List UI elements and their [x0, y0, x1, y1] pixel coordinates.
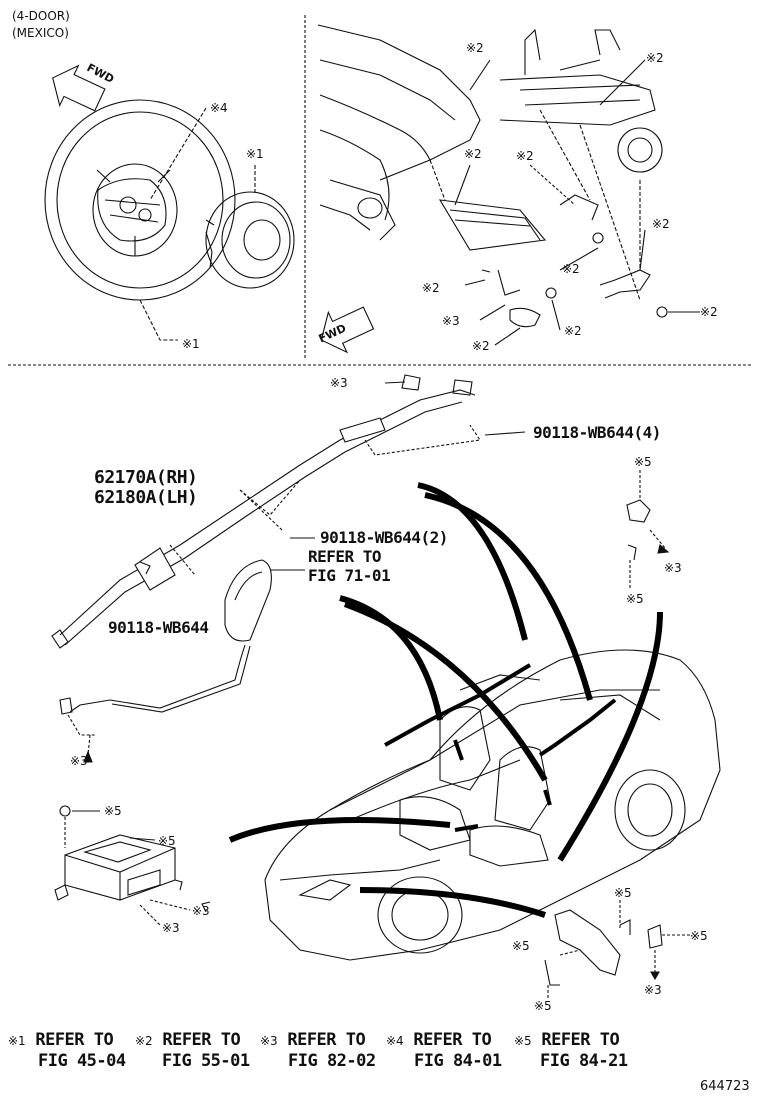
airbag-ecu-drawing: [54, 805, 183, 901]
legend-refer: REFER TO: [162, 1030, 241, 1050]
vehicle-drawing: [264, 649, 721, 961]
marker-5-bracket: ※5: [512, 939, 530, 953]
curtain-airbag-drawing: [51, 374, 476, 649]
marker-2-nut: ※2: [562, 262, 580, 276]
marker-5-lower-left: ※5: [534, 999, 552, 1013]
fwd-arrow-top: [52, 64, 106, 112]
marker-2-bracket: ※2: [646, 51, 664, 65]
refer-to-side-airbag: REFER TO: [308, 547, 382, 566]
marker-2-nut-right: ※2: [700, 305, 718, 319]
legend-item-1: ※1 REFER TO: [8, 1030, 114, 1050]
legend-fig-1: FIG 45-04: [38, 1051, 126, 1071]
side-sensor-drawing-lower: [544, 900, 690, 1000]
marker-5-ecu: ※5: [158, 834, 176, 848]
marker-2-passenger-airbag: ※2: [464, 147, 482, 161]
marker-2-brace: ※2: [652, 217, 670, 231]
callout-arcs: [228, 482, 663, 918]
part-curtain-airbag-rh: 62170A(RH): [94, 467, 198, 488]
marker-3-lower: ※3: [644, 983, 662, 997]
part-bolt-single: 90118-WB644: [108, 618, 209, 637]
legend-item-2: ※2 REFER TO: [135, 1030, 241, 1050]
marker-5-sensor-bolt: ※5: [626, 592, 644, 606]
part-bolt-4: 90118-WB644(4): [533, 423, 661, 442]
legend-fig-5: FIG 84-21: [540, 1051, 628, 1071]
legend-refer: REFER TO: [413, 1030, 492, 1050]
figure-number: 644723: [700, 1079, 750, 1094]
marker-1-airbag: ※1: [246, 147, 264, 161]
legend-item-4: ※4 REFER TO: [386, 1030, 492, 1050]
marker-5-lower-sensor: ※5: [690, 929, 708, 943]
marker-2-lower: ※2: [564, 324, 582, 338]
marker-3-harness: ※3: [70, 754, 88, 768]
legend-refer: REFER TO: [287, 1030, 366, 1050]
marker-2-dash-top: ※2: [466, 41, 484, 55]
legend-item-5: ※5 REFER TO: [514, 1030, 620, 1050]
marker-3-sensor: ※3: [664, 561, 682, 575]
legend-refer: REFER TO: [541, 1030, 620, 1050]
marker-3-ecu-left: ※3: [162, 921, 180, 935]
marker-2-bolt: ※2: [422, 281, 440, 295]
driver-airbag-module-drawing: [205, 191, 295, 289]
legend-mark: ※4: [386, 1034, 404, 1048]
airbag-highlight-lines: [384, 663, 617, 832]
marker-2-connector: ※2: [472, 339, 490, 353]
legend-mark: ※3: [260, 1034, 278, 1048]
marker-4-steering: ※4: [210, 101, 228, 115]
legend-mark: ※2: [135, 1034, 153, 1048]
marker-3-curtain: ※3: [330, 376, 348, 390]
legend-fig-3: FIG 82-02: [288, 1051, 376, 1071]
fwd-arrow-bottom: [320, 306, 375, 354]
part-curtain-airbag-lh: 62180A(LH): [94, 487, 198, 508]
header-market: (MEXICO): [12, 26, 69, 40]
marker-3-dash: ※3: [442, 314, 460, 328]
legend-refer: REFER TO: [35, 1030, 114, 1050]
legend-mark: ※1: [8, 1034, 26, 1048]
legend-fig-4: FIG 84-01: [414, 1051, 502, 1071]
marker-1-wheel: ※1: [182, 337, 200, 351]
marker-5-lower-bolt: ※5: [614, 886, 632, 900]
marker-5-sensor-top: ※5: [634, 455, 652, 469]
dashboard-drawing: [317, 24, 668, 328]
legend-fig-2: FIG 55-01: [162, 1051, 250, 1071]
side-airbag-module-drawing: [59, 559, 272, 715]
side-sensor-drawing-upper: [626, 470, 670, 590]
legend-item-3: ※3 REFER TO: [260, 1030, 366, 1050]
header-door-type: (4-DOOR): [12, 9, 70, 23]
marker-3-ecu-right: ※3: [192, 904, 210, 918]
legend-mark: ※5: [514, 1034, 532, 1048]
steering-wheel-drawing: [44, 99, 236, 301]
marker-2-clip: ※2: [516, 149, 534, 163]
part-bolt-2: 90118-WB644(2): [320, 528, 448, 547]
fig-71-01: FIG 71-01: [308, 566, 391, 585]
marker-5-ecu-nut: ※5: [104, 804, 122, 818]
